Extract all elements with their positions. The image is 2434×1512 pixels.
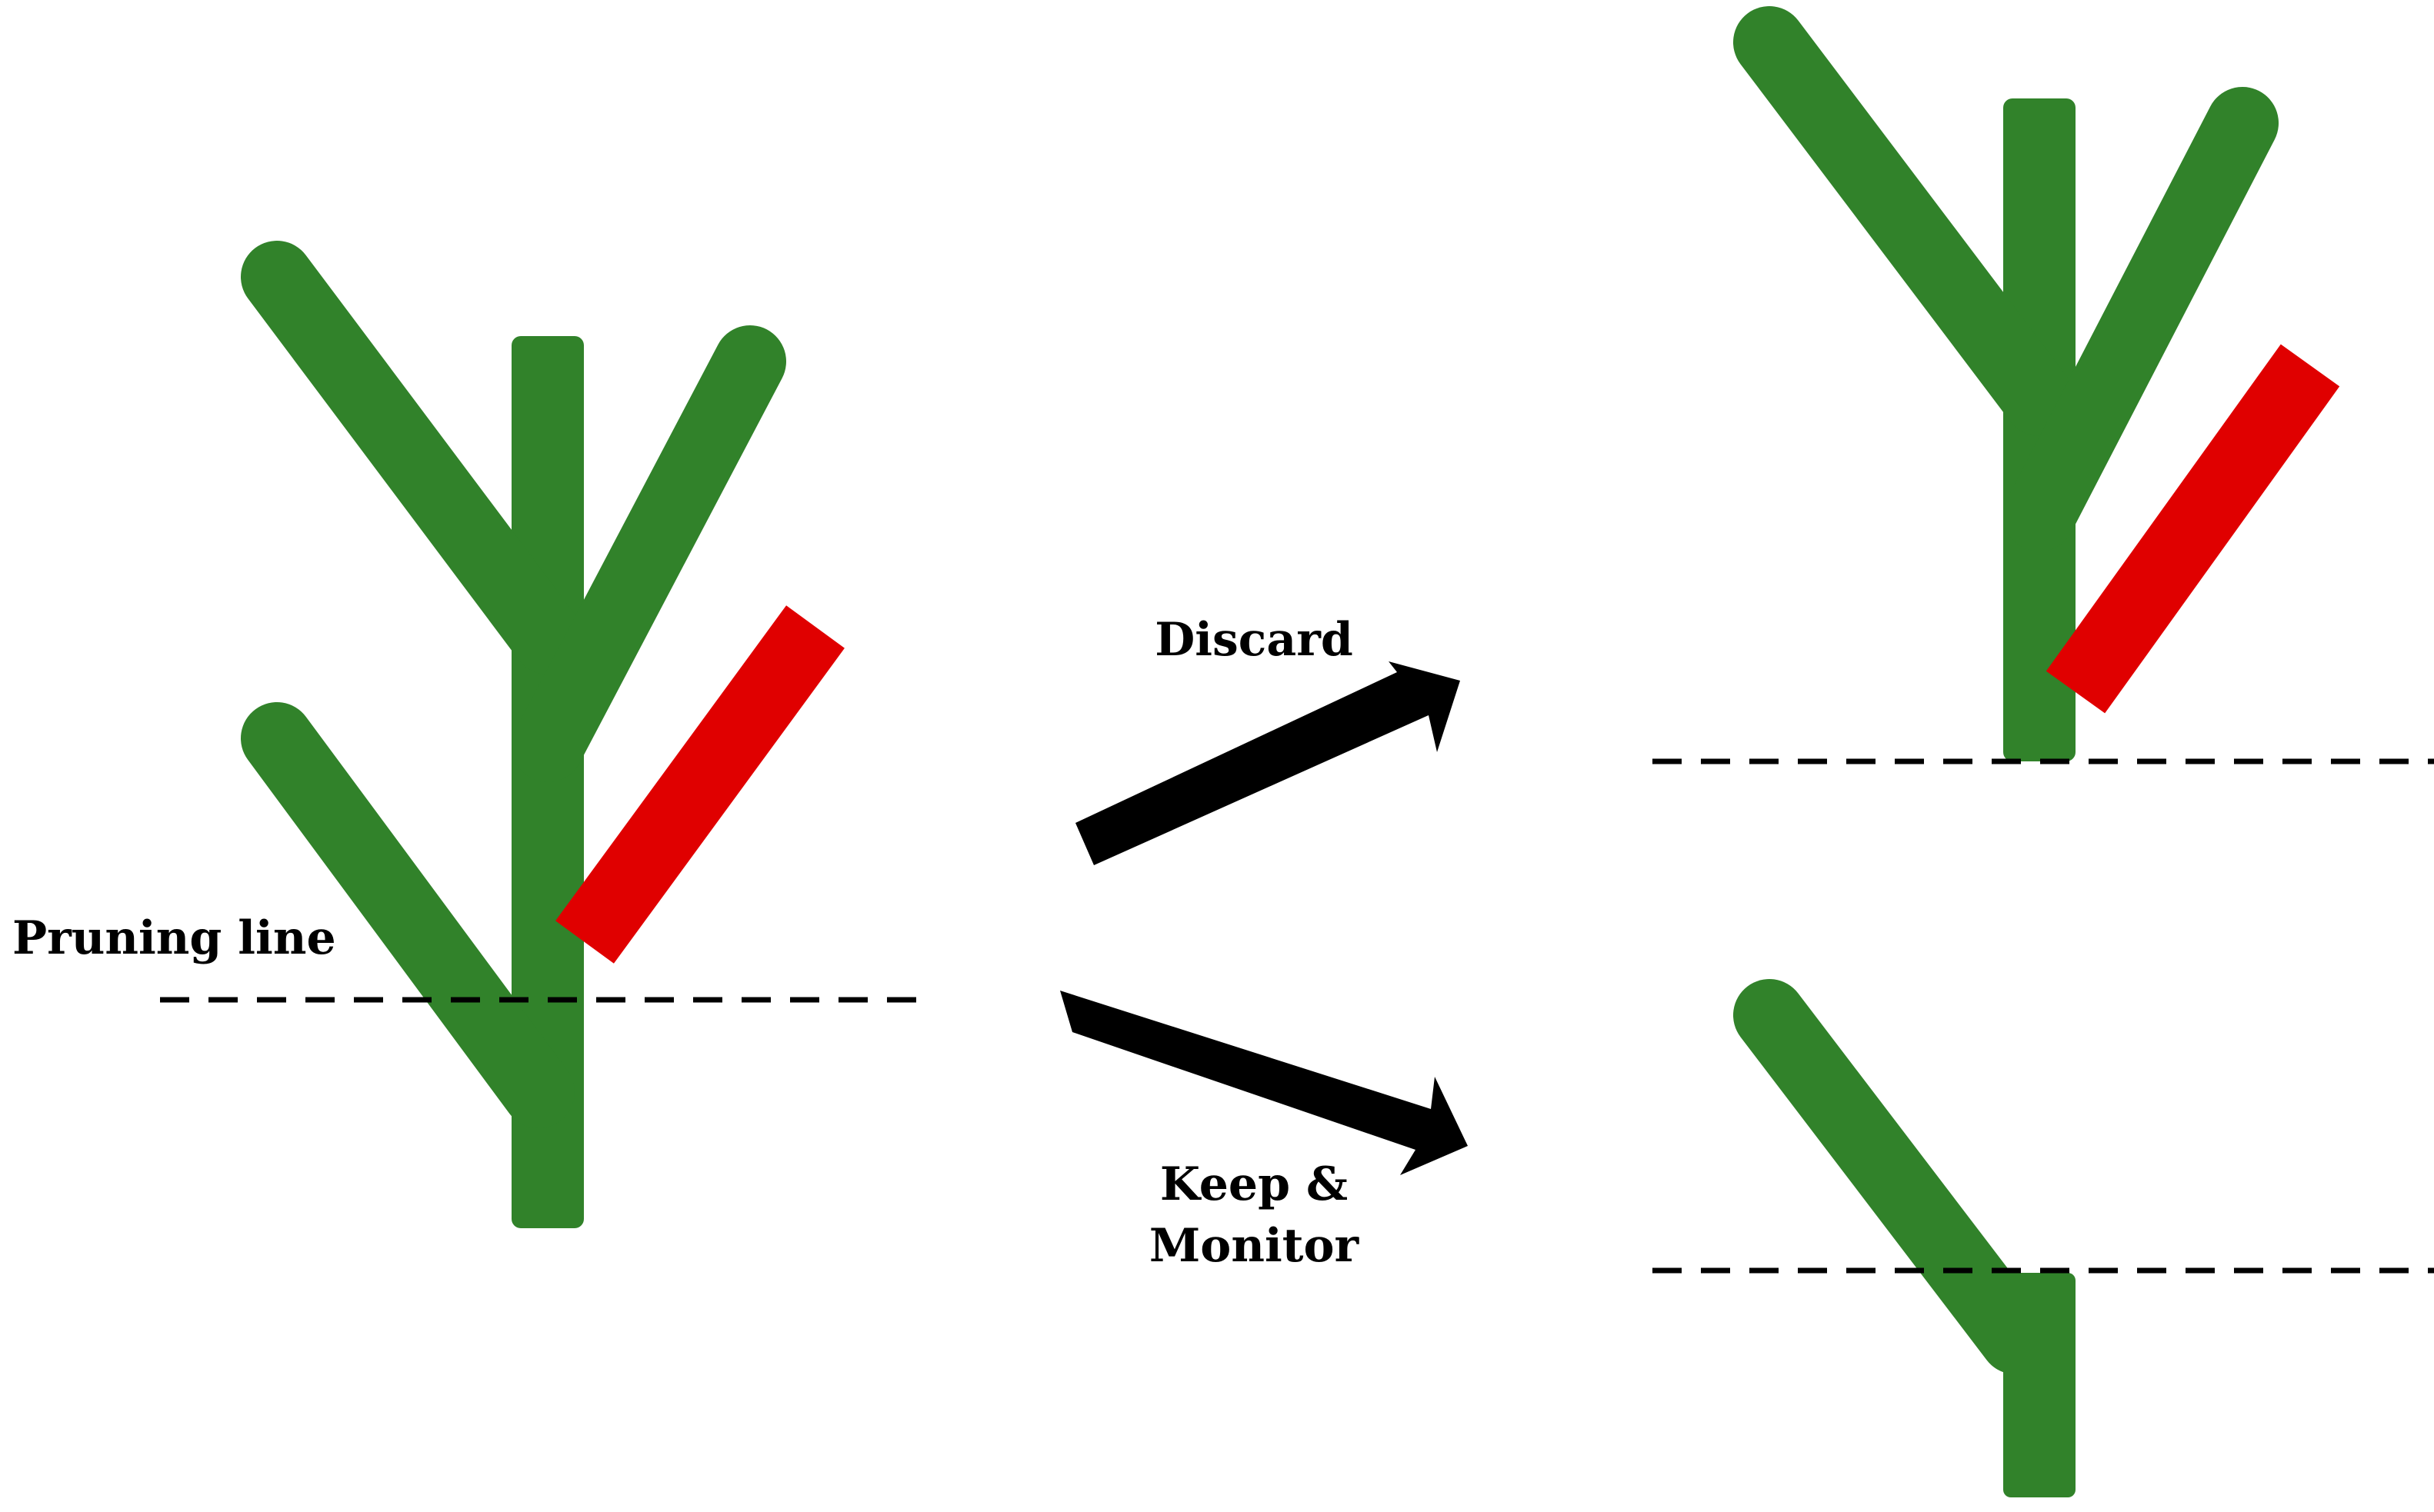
keep-label-line2: Monitor	[1149, 1219, 1360, 1273]
discard-arrow	[1075, 661, 1460, 865]
original-upper-right-branch	[512, 325, 786, 782]
kept-cutting	[1652, 979, 2434, 1497]
discarded-cutting	[1652, 6, 2434, 764]
discard-label: Discard	[1155, 613, 1353, 667]
original-plant: Pruning line	[12, 241, 931, 1228]
discard-flagged-red-branch	[2046, 344, 2340, 714]
pruning-line-label: Pruning line	[12, 911, 336, 965]
kept-main-stem	[2003, 1273, 2076, 1497]
discard-upper-right-branch	[2003, 87, 2279, 551]
original-lower-left-branch	[241, 702, 575, 1128]
keep-label-line1: Keep &	[1160, 1157, 1348, 1211]
outcome-arrows: Discard Keep & Monitor	[1060, 613, 1468, 1273]
discard-upper-left-branch	[1733, 6, 2076, 436]
original-upper-left-branch	[241, 241, 584, 674]
kept-left-branch	[1733, 979, 2052, 1374]
original-flagged-red-branch	[555, 605, 845, 964]
keep-arrow	[1060, 991, 1468, 1175]
